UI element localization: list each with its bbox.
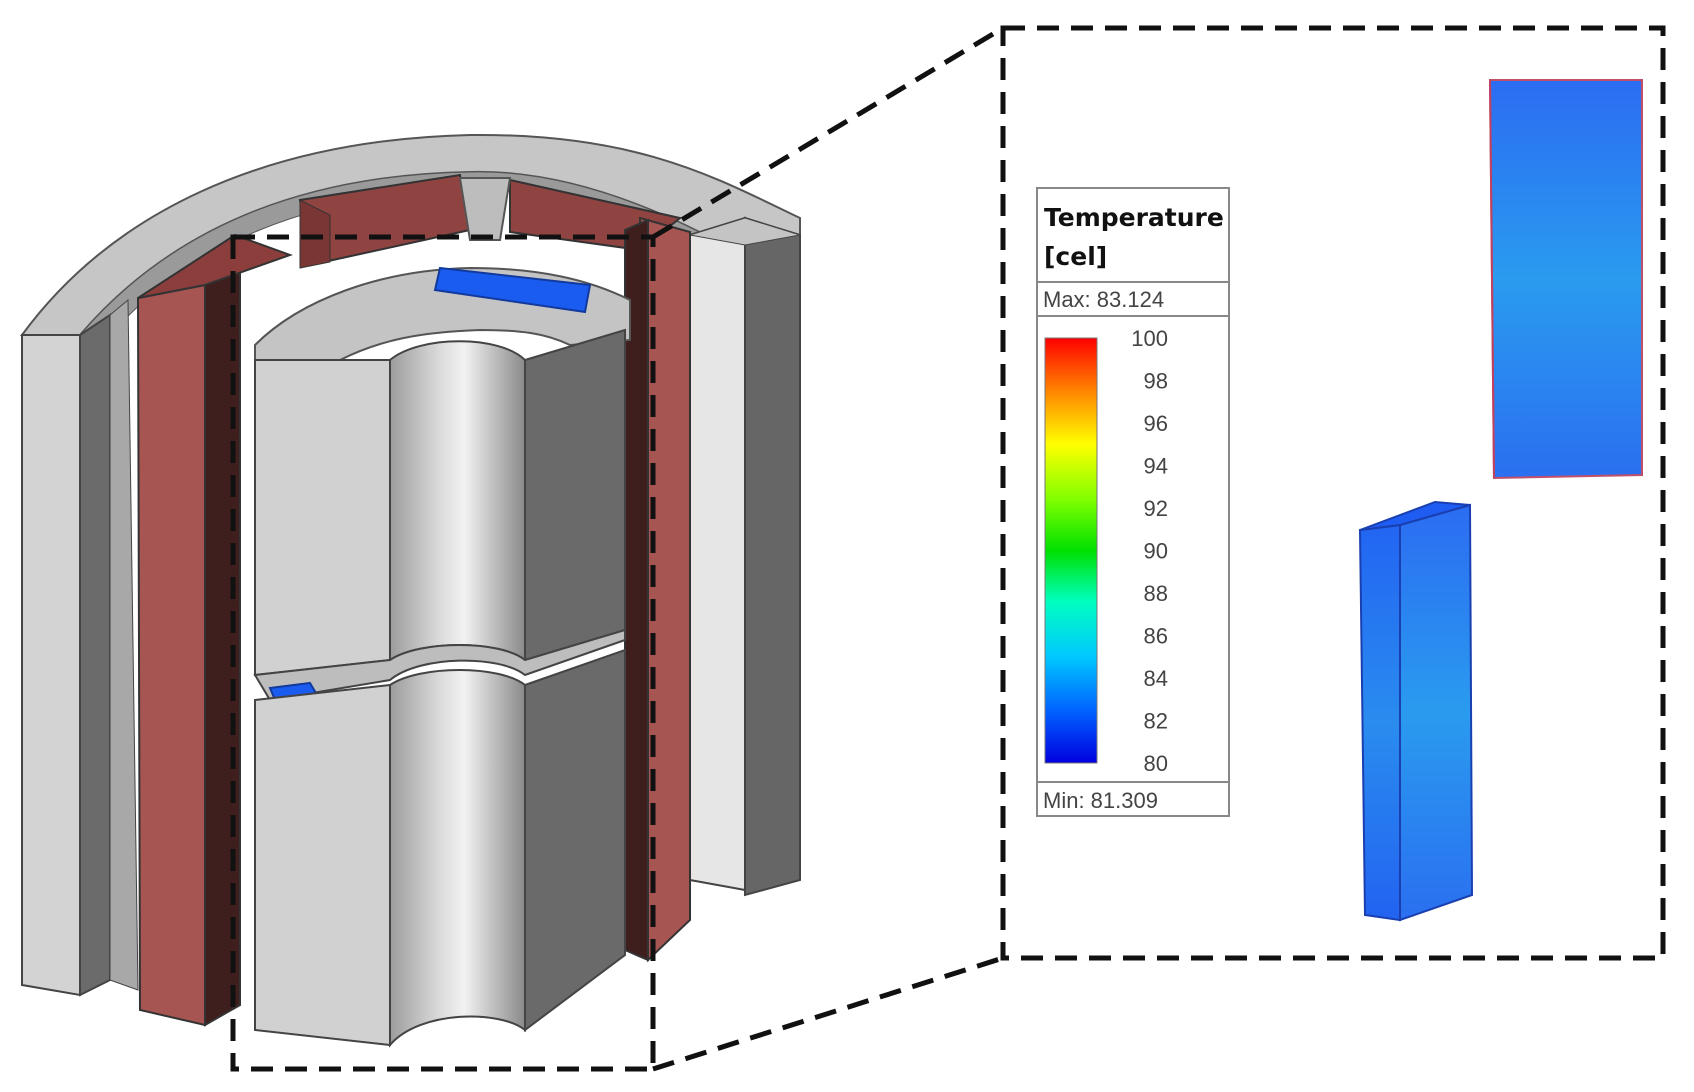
rotor-left-face-upper: [254, 359, 391, 677]
stator-tooth-right-face: [689, 216, 746, 892]
legend-tick-label: 82: [1144, 709, 1168, 734]
legend-tick-label: 92: [1144, 496, 1168, 521]
stator-tooth-right-top: [689, 217, 801, 246]
rotor-right-side-lower: [524, 648, 626, 1032]
legend-tick-label: 86: [1144, 624, 1168, 649]
coil-left-top: [137, 233, 293, 299]
coil-back-left-face: [299, 199, 331, 269]
legend-color-bar: [1044, 337, 1098, 764]
zoom-connector-bottom: [652, 955, 1004, 1072]
rotor-left-face-lower: [254, 683, 391, 1047]
coil-left-front: [136, 283, 206, 1027]
legend-title-line1: Temperature: [1044, 203, 1224, 232]
legend-tick-label: 88: [1144, 581, 1168, 606]
magnet-top: [433, 266, 592, 314]
stator-tooth-right-side: [744, 216, 801, 897]
legend-min: Min: 81.309: [1043, 788, 1158, 813]
legend-tick-label: 96: [1144, 411, 1168, 436]
stator-tooth-left-face: [21, 334, 81, 997]
legend-tick-label: 100: [1131, 326, 1168, 351]
stator-tooth-left-side: [79, 313, 111, 997]
stator-tooth-back: [458, 177, 512, 241]
rotor-groove-lower: [389, 669, 526, 1048]
legend-tick-label: 94: [1144, 454, 1168, 479]
rotor-right-side-upper: [524, 328, 626, 662]
legend-tick-label: 90: [1144, 539, 1168, 564]
legend-title-line2: [cel]: [1044, 242, 1107, 271]
legend-max: Max: 83.124: [1043, 287, 1164, 312]
rotor-cut-plane: [253, 628, 626, 702]
legend-tick-label: 98: [1144, 369, 1168, 394]
motor-section: [20, 133, 801, 1072]
legend-tick-label: 80: [1144, 751, 1168, 776]
magnet-zoom-upper: [1488, 79, 1643, 480]
stator-tooth-left-inner: [109, 298, 139, 991]
legend-ticks: 100 98 96 94 92 90 88 86 84 82 80: [1131, 326, 1168, 776]
rotor-groove-upper: [389, 340, 526, 663]
temperature-legend: Temperature [cel] Max: 83.124 100 98 96 94 9…: [1036, 187, 1230, 817]
magnet-zoom-lower: [1358, 500, 1474, 922]
zoom-region-box: [230, 234, 656, 1072]
legend-tick-label: 84: [1144, 666, 1168, 691]
